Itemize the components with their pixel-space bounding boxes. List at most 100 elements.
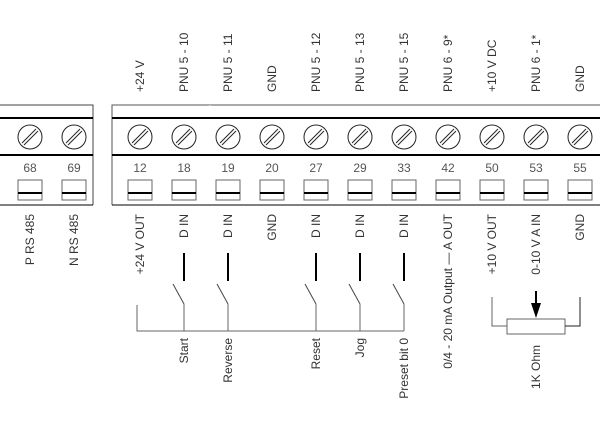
terminal-number: 53 [529,161,543,175]
rs485-terminal-block [0,104,94,206]
terminal-number: 33 [397,161,411,175]
terminal-68: 68 P RS 485 [17,124,43,265]
switch-lever [216,283,229,305]
screw-icon [259,124,285,150]
screw-icon [171,124,197,150]
bottom-label: D IN [397,214,411,238]
terminal-27: 27 PNU 5 - 12 D IN [303,32,329,238]
top-label: GND [573,65,587,92]
bottom-label: 0/4 - 20 mA Output — A OUT [441,213,455,368]
bottom-label: D IN [309,214,323,238]
top-label: PNU 5 - 11 [221,33,235,92]
common-bus [136,305,404,332]
wiper-arrow-icon [531,303,541,318]
screw-slot [263,128,279,144]
bottom-label: P RS 485 [23,214,37,265]
screw-slot [529,130,545,146]
terminal-number: 69 [67,161,81,175]
screw-slot [309,130,325,146]
screw-slot [175,128,191,144]
screw-slot [351,128,367,144]
screw-slot [131,128,147,144]
screw-slot [571,128,587,144]
connector-icon [215,179,241,201]
top-label: +24 V [133,60,147,92]
terminal-number: 19 [221,161,235,175]
switch-lever [392,283,405,305]
screw-icon [215,124,241,150]
screw-slot [573,130,589,146]
top-label: GND [265,65,279,92]
top-label: PNU 6 - 1* [529,34,543,92]
terminal-number: 29 [353,161,367,175]
screw-icon [61,124,87,150]
terminal-number: 20 [265,161,279,175]
terminal-69: 69 N RS 485 [61,124,87,266]
top-label: PNU 5 - 10 [177,32,191,92]
switch-33: Preset bit 0 [392,253,411,399]
screw-icon [303,124,329,150]
terminal-number: 50 [485,161,499,175]
screw-slot [65,128,81,144]
bottom-label: N RS 485 [67,214,81,266]
switch-label: Reverse [221,338,235,383]
terminal-18: 18 PNU 5 - 10 D IN [171,32,197,238]
switch-label: Preset bit 0 [397,338,411,399]
switch-lever [172,283,185,305]
terminal-12: 12+24 V+24 V OUT [127,60,153,274]
bottom-label: D IN [177,214,191,238]
terminal-19: 19 PNU 5 - 11 D IN [215,33,241,238]
screw-slot [219,128,235,144]
screw-slot [67,130,83,146]
connector-icon [567,179,593,201]
terminal-number: 42 [441,161,455,175]
bottom-label: D IN [353,214,367,238]
screw-slot [265,130,281,146]
switch-19: Reverse [216,253,235,383]
connector-icon [259,179,285,201]
top-label: PNU 5 - 13 [353,32,367,92]
screw-slot [397,130,413,146]
screw-slot [21,128,37,144]
switch-lever [348,283,361,305]
screw-slot [395,128,411,144]
potentiometer-label: 1K Ohm [529,345,543,389]
screw-slot [23,130,39,146]
bottom-label: D IN [221,214,235,238]
screw-slot [527,128,543,144]
screw-slot [177,130,193,146]
potentiometer: 1K Ohm [491,291,581,389]
screw-slot [133,130,149,146]
screw-slot [441,130,457,146]
switch-label: Start [177,337,191,363]
pot-wire-right [565,297,581,327]
connector-icon [127,179,153,201]
screw-icon [391,124,417,150]
terminal-number: 18 [177,161,191,175]
screw-slot [353,130,369,146]
terminal-number: 27 [309,161,323,175]
top-label: PNU 5 - 12 [309,32,323,92]
bottom-label: +10 V OUT [485,213,499,274]
terminal-number: 68 [23,161,37,175]
switch-18: Start [172,253,191,363]
switch-lever [304,283,317,305]
screw-slot [221,130,237,146]
control-terminal-block [111,104,600,206]
screw-slot [307,128,323,144]
connector-icon [479,179,505,201]
screw-slot [485,130,501,146]
switch-29: Jog [348,253,367,357]
connector-icon [61,179,87,201]
screw-slot [439,128,455,144]
screw-icon [479,124,505,150]
screw-icon [347,124,373,150]
connector-icon [17,179,43,201]
screw-icon [523,124,549,150]
switch-27: Reset [304,253,323,369]
switch-label: Jog [353,338,367,357]
